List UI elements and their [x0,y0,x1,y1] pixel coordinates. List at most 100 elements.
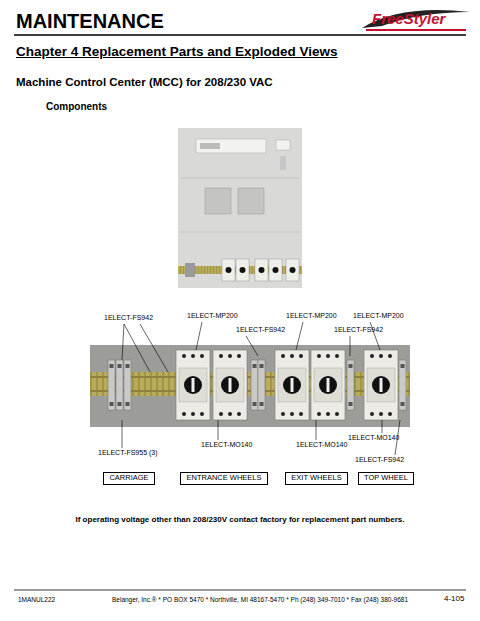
terminal-screw [388,412,392,416]
terminal-screw [200,412,204,416]
terminal-screw [237,354,241,358]
terminal-screw [191,412,195,416]
terminal-screw [253,364,257,368]
footer-code: 1MANUL222 [18,596,55,603]
subsection-heading: Components [46,101,107,112]
part-number: 1ELECT-MO140 [201,441,252,449]
terminal-screw [219,354,223,358]
terminal-screw [191,354,195,358]
terminal-screw [110,364,114,368]
breaker-face [278,368,306,402]
page-heading: MAINTENANCE [16,10,164,32]
note-caption: If operating voltage other than 208/230V… [0,516,480,525]
terminal-screw [299,354,303,358]
terminal-screw [281,412,285,416]
section-heading: Machine Control Center (MCC) for 208/230… [16,76,273,89]
terminal-screw [349,402,353,406]
terminal-block [347,360,354,410]
breaker-face [367,368,395,402]
terminal-block [399,360,406,410]
terminal-screw [335,412,339,416]
breaker-face [314,368,342,402]
rotary-knob [283,376,301,394]
terminal-screw [326,412,330,416]
part-number: 1ELECT-MP200 [286,312,337,320]
part-number: 1ELECT-FS942 [104,314,153,322]
group-box: EXIT WHEELS [285,472,348,485]
terminal-screw [401,364,405,368]
terminal-screw [182,412,186,416]
chapter-heading: Chapter 4 Replacement Parts and Exploded… [16,45,338,60]
footer-address: Belanger, Inc.® * PO BOX 5470 * Northvil… [112,596,408,603]
terminal-screw [349,364,353,368]
part-number: 1ELECT-MP200 [187,312,238,320]
group-label: EXIT WHEELS [286,473,347,483]
terminal-screw [260,364,264,368]
knob-slot [327,378,330,392]
terminal-screw [200,354,204,358]
group-label: TOP WHEEL [359,473,413,483]
group-label: CARRIAGE [104,473,154,483]
terminal-screw [110,402,114,406]
terminal-screw [317,354,321,358]
motor-protector [311,350,345,420]
din-rail-detail [90,345,410,427]
terminal-screw [126,364,130,368]
terminal-block [108,360,115,410]
terminal-screw [326,354,330,358]
terminal-screw [335,354,339,358]
leader-lines [122,322,400,455]
part-number: 1ELECT-MP200 [353,312,404,320]
group-label: ENTRANCE WHEELS [181,473,267,483]
rotary-knob [372,376,390,394]
rotary-knob [221,376,239,394]
group-box: ENTRANCE WHEELS [180,472,268,485]
terminal-screw [237,412,241,416]
panel-photo [178,128,302,288]
terminal-screw [370,412,374,416]
breaker-face [179,368,207,402]
part-number: 1ELECT-FS955 (3) [98,449,158,457]
terminal-block [124,360,131,410]
motor-protector [364,350,398,420]
terminal-block [116,360,123,410]
page-number: 4-105 [444,595,464,604]
terminal-block [251,360,258,410]
terminal-screw [388,354,392,358]
part-number: 1ELECT-FS942 [236,326,285,334]
part-number: 1ELECT-MO140 [296,441,347,449]
terminal-screw [317,412,321,416]
terminal-screw [281,354,285,358]
terminal-screw [379,412,383,416]
motor-protector [213,350,247,420]
terminal-screw [290,412,294,416]
rotary-knob [184,376,202,394]
terminal-screw [370,354,374,358]
terminal-screw [260,402,264,406]
terminal-screw [401,402,405,406]
motor-protector [275,350,309,420]
part-number: 1ELECT-FS942 [334,326,383,334]
part-number: 1ELECT-MO140 [348,434,399,442]
terminal-screw [219,412,223,416]
terminal-block [258,360,265,410]
logo-text: FreeStyler [372,11,445,28]
terminal-screw [118,402,122,406]
part-number: 1ELECT-FS942 [355,456,404,464]
group-box: TOP WHEEL [358,472,414,485]
terminal-screw [228,354,232,358]
group-box: CARRIAGE [103,472,155,485]
terminal-screw [228,412,232,416]
rotary-knob [319,376,337,394]
motor-protector [176,350,210,420]
knob-slot [291,378,294,392]
terminal-screw [126,402,130,406]
terminal-screw [290,354,294,358]
terminal-screw [182,354,186,358]
knob-slot [229,378,232,392]
terminal-screw [118,364,122,368]
terminal-screw [379,354,383,358]
breaker-face [216,368,244,402]
knob-slot [192,378,195,392]
